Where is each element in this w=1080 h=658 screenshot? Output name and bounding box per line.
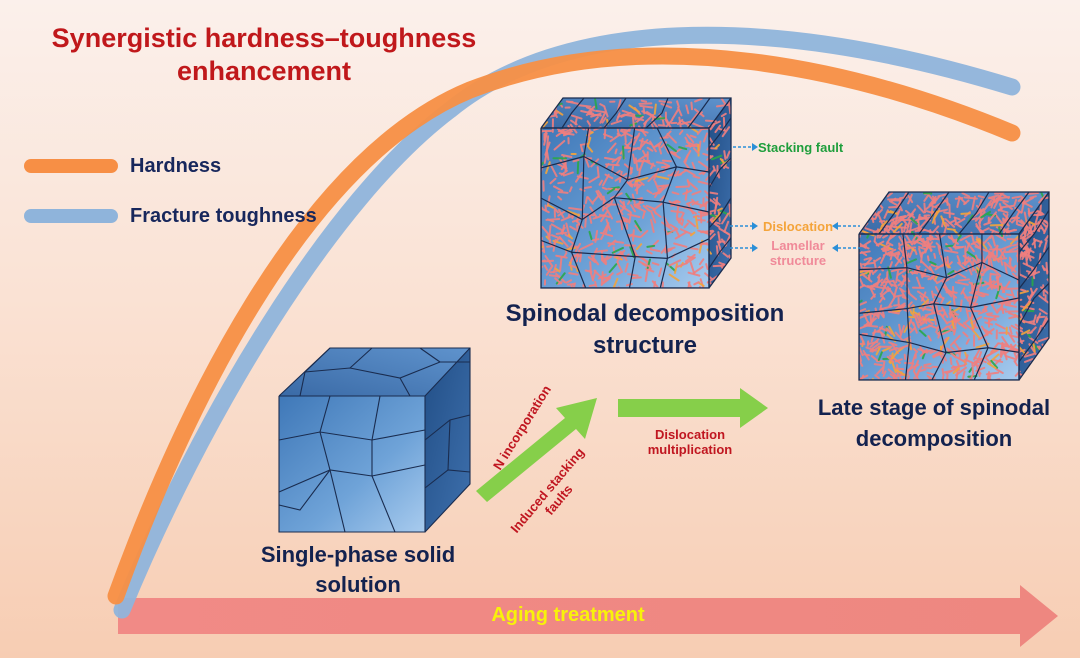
late-stage-cube — [849, 192, 1058, 390]
single-phase-cube — [279, 348, 470, 532]
annotation-arrows — [730, 143, 860, 252]
legend-item-hardness: Hardness — [24, 151, 221, 181]
annotation-lamellar: Lamellar structure — [758, 238, 838, 268]
diagram-title: Synergistic hardness–toughness enhanceme… — [14, 22, 514, 88]
annotation-stacking-fault: Stacking fault — [758, 140, 843, 155]
annotation-dislocation: Dislocation — [758, 219, 838, 234]
legend-item-toughness: Fracture toughness — [24, 201, 317, 231]
caption-late-stage: Late stage of spinodal decomposition — [788, 392, 1080, 454]
legend-swatch-toughness — [24, 209, 118, 223]
aging-treatment-label: Aging treatment — [118, 604, 1018, 627]
caption-spinodal: Spinodal decomposition structure — [480, 298, 810, 362]
legend-swatch-hardness — [24, 159, 118, 173]
caption-single-phase: Single-phase solid solution — [258, 540, 458, 600]
transition-arrow-2 — [618, 388, 768, 428]
legend-label-hardness: Hardness — [130, 155, 221, 178]
spinodal-cube — [534, 98, 739, 300]
legend-label-toughness: Fracture toughness — [130, 205, 317, 228]
label-dislocation-multiplication: Dislocation multiplication — [630, 427, 750, 457]
